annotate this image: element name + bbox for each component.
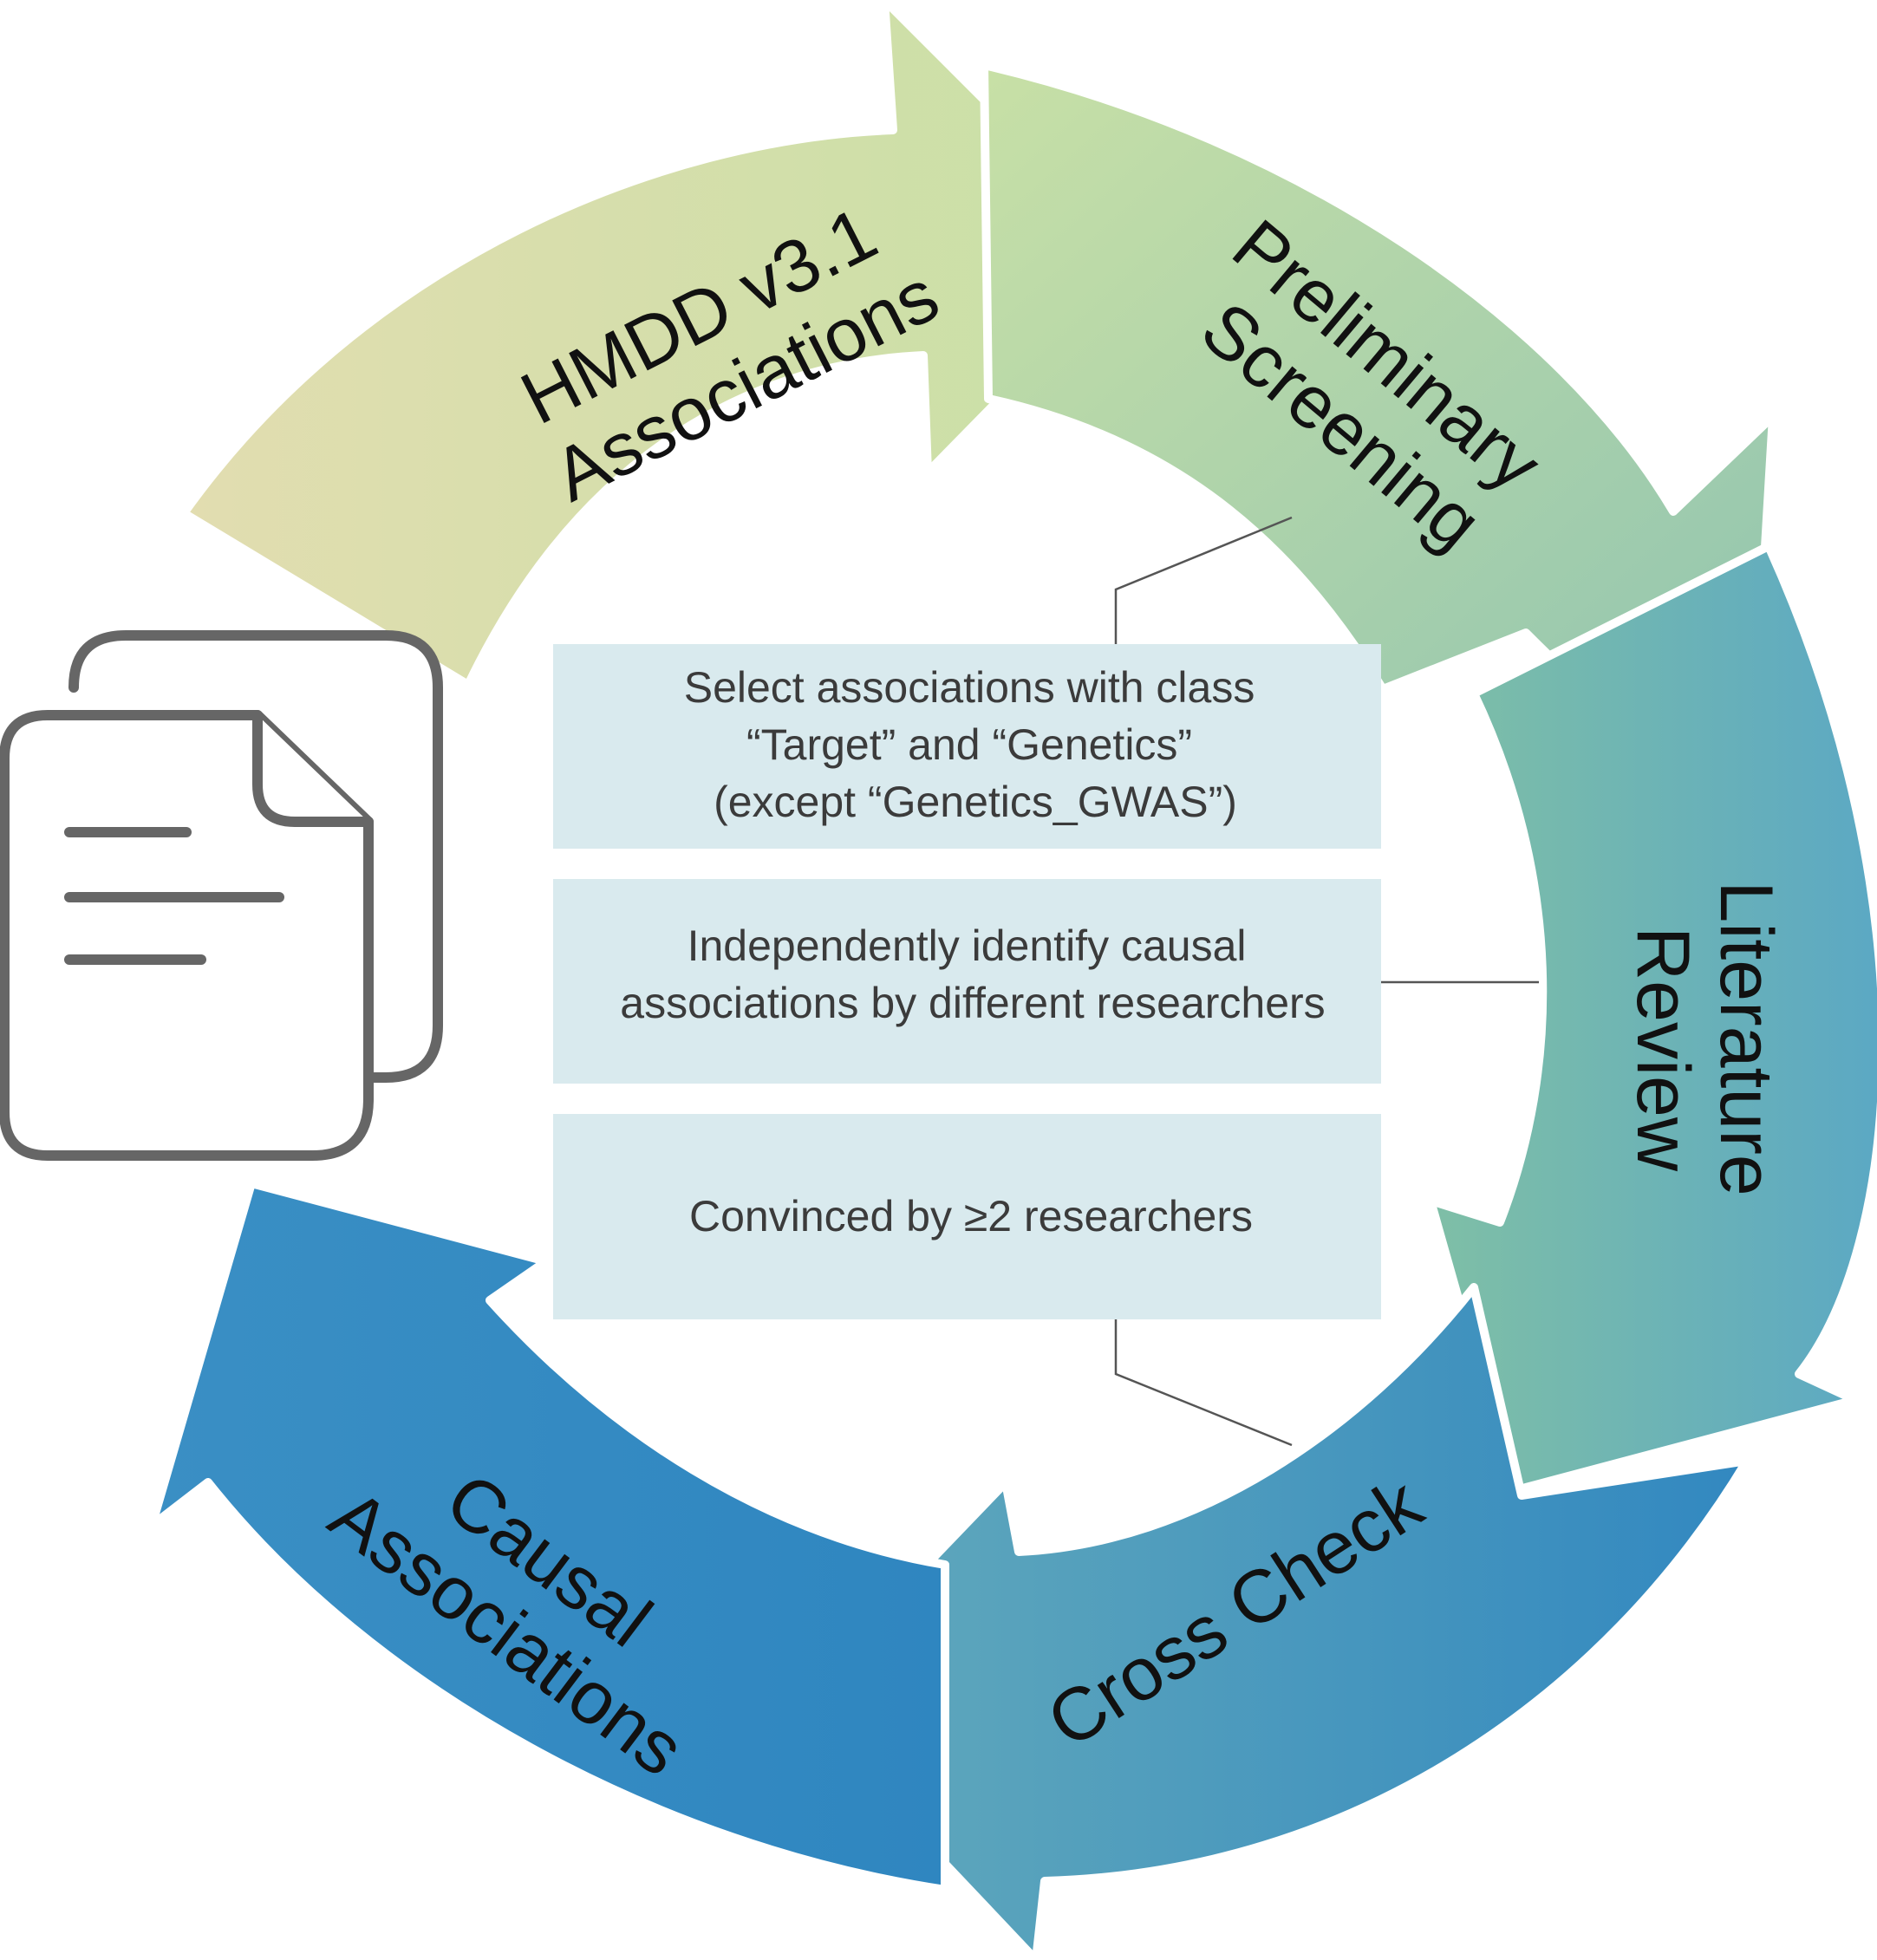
arrow-cross-check	[789, 1283, 1751, 1960]
arrow-literature-review	[1426, 542, 1877, 1495]
box-convinced-line-1: Convinced by ≥2 researchers	[689, 1192, 1253, 1240]
step-label-literature: Literature Review	[1621, 881, 1788, 1216]
connector-top	[1114, 516, 1293, 644]
connector-bottom	[1114, 1319, 1293, 1447]
box-identify-text: Independently identify causal associatio…	[620, 921, 1325, 1027]
box-selection-text: Select associations with class “Target” …	[684, 663, 1268, 826]
documents-icon-fold	[252, 710, 374, 827]
connector-lines	[1114, 516, 1539, 1447]
box-selection-line-3: (except “Genetics_GWAS”)	[714, 778, 1237, 826]
arrow-causal-associations	[147, 1179, 949, 1894]
box-identify-line-1: Independently identify causal	[688, 921, 1247, 970]
box-selection-line-1: Select associations with class	[684, 663, 1255, 712]
step-label-literature-line-2: Review	[1621, 927, 1704, 1172]
cycle-arrows	[147, 0, 1877, 1960]
step-label-literature-line-1: Literature	[1704, 881, 1788, 1195]
documents-icon	[0, 630, 443, 1161]
box-convinced-text: Convinced by ≥2 researchers	[689, 1192, 1253, 1240]
box-convinced-bg	[553, 1114, 1381, 1319]
documents-icon-front-page	[0, 710, 374, 1161]
box-selection-bg	[553, 644, 1381, 849]
box-selection-line-2: “Target” and “Genetics”	[746, 720, 1192, 769]
box-identify-bg	[553, 879, 1381, 1084]
arrow-hmdd-associations	[179, 0, 1144, 689]
description-boxes: Select associations with class “Target” …	[553, 644, 1381, 1319]
box-identify-line-2: associations by different researchers	[620, 979, 1325, 1027]
